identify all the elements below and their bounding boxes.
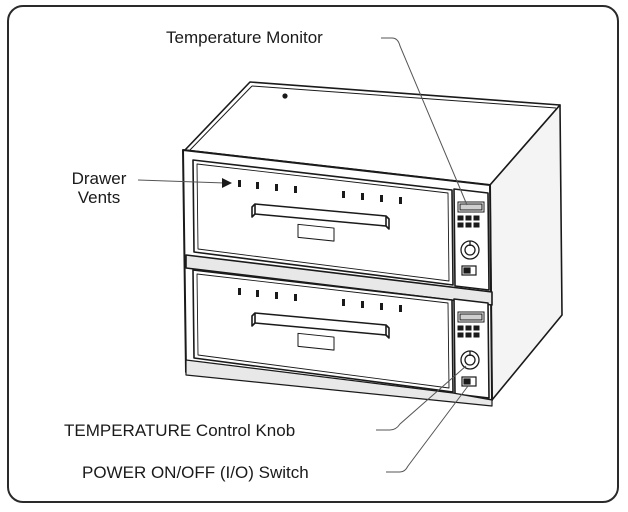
lower-temperature-knob: [460, 350, 480, 370]
drawer-vents-label-line1: Drawer: [71, 169, 127, 188]
drawer-divider: [185, 254, 493, 306]
power-switch-leader: [386, 385, 469, 473]
diagram-border: [7, 5, 619, 503]
temperature-monitor-leader: [381, 37, 468, 206]
lower-power-switch: [461, 376, 477, 387]
drawer-vents-arrow: [222, 178, 232, 188]
lower-label-plate: [297, 332, 335, 351]
temperature-knob-leader: [376, 365, 467, 431]
lower-drawer: [192, 269, 454, 393]
upper-temperature-monitor: [457, 201, 485, 228]
drawer-vents-leader: [137, 179, 226, 184]
lower-temperature-monitor: [457, 311, 485, 338]
upper-power-switch: [461, 265, 477, 276]
upper-control-panel: [453, 188, 490, 291]
upper-temperature-knob: [460, 240, 480, 260]
lower-drawer-vents: [238, 288, 402, 312]
upper-label-plate: [297, 223, 335, 242]
temperature-knob-label: TEMPERATURE Control Knob: [64, 421, 296, 440]
lower-control-panel: [453, 298, 490, 399]
temperature-monitor-label: Temperature Monitor: [166, 28, 323, 47]
drawer-vents-label-line2: Vents: [77, 188, 121, 207]
power-switch-label: POWER ON/OFF (I/O) Switch: [82, 463, 309, 482]
upper-drawer: [192, 159, 454, 286]
upper-drawer-vents: [238, 180, 402, 204]
